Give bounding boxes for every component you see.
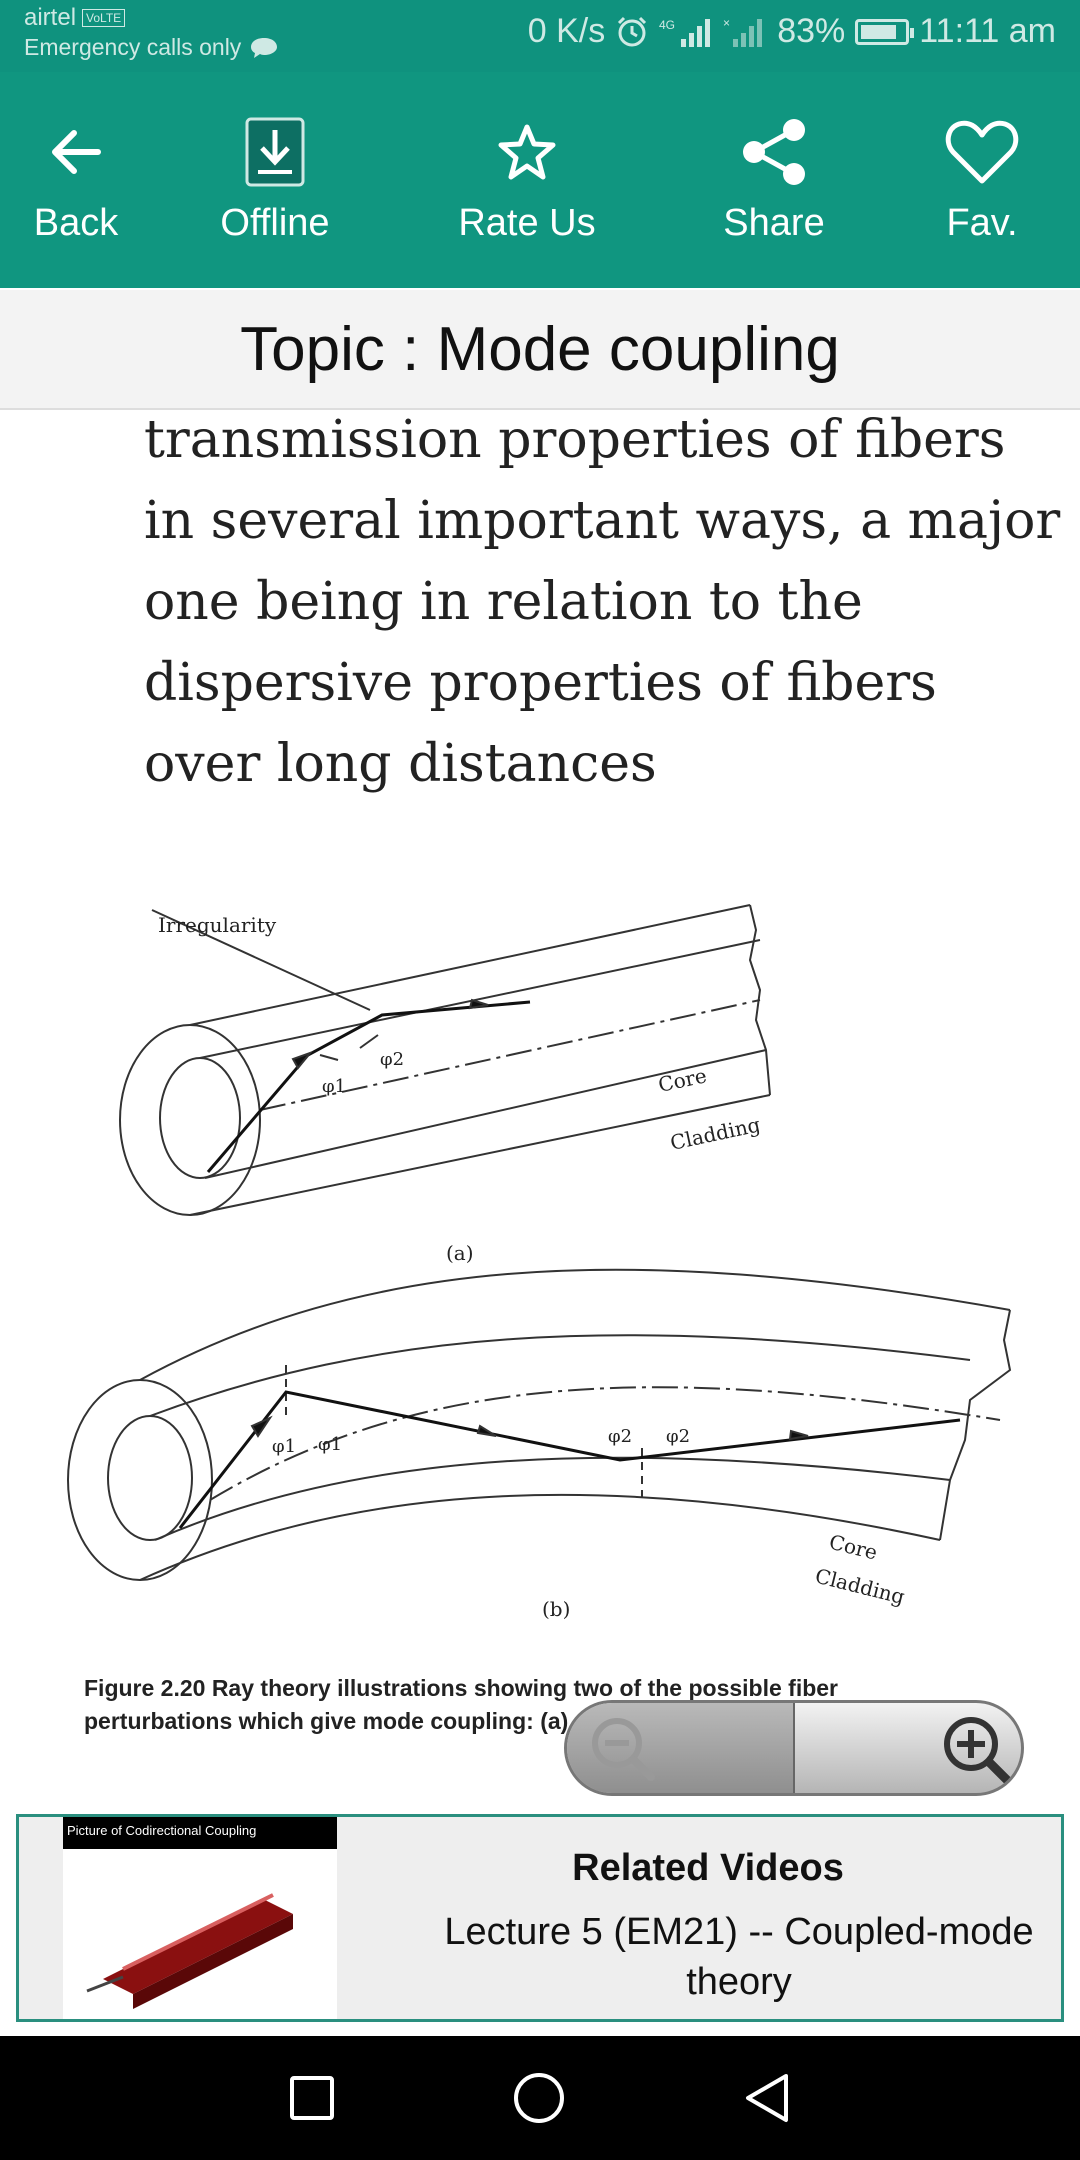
related-videos-heading: Related Videos xyxy=(572,1847,844,1889)
topic-header: Topic : Mode coupling xyxy=(0,290,1080,410)
back-label: Back xyxy=(33,202,119,244)
message-icon xyxy=(251,37,278,58)
star-icon xyxy=(498,124,556,180)
clock: 11:11 am xyxy=(919,12,1056,50)
alarm-icon xyxy=(618,16,647,46)
offline-button[interactable]: Offline xyxy=(212,72,338,288)
signal-nosim-icon: × xyxy=(723,16,763,47)
phi2-label-b-right: φ2 xyxy=(666,1426,690,1447)
home-icon[interactable] xyxy=(512,2071,566,2125)
phi2-label-b-left: φ2 xyxy=(608,1426,632,1447)
battery-percent: 83% xyxy=(777,12,846,50)
favorite-button[interactable]: Fav. xyxy=(944,72,1020,288)
system-nav-bar xyxy=(0,2036,1080,2160)
zoom-in-button[interactable] xyxy=(795,1703,1021,1793)
core-label-a: Core xyxy=(656,1063,709,1097)
zoom-out-button[interactable] xyxy=(567,1703,795,1793)
coupler-image-icon xyxy=(86,1893,293,2009)
phi1-label-b-left: φ1 xyxy=(272,1436,296,1457)
net-speed: 0 K/s xyxy=(527,12,606,50)
share-label: Share xyxy=(723,202,825,244)
arrow-left-icon xyxy=(52,130,101,174)
phi1-label-a: φ1 xyxy=(322,1076,346,1097)
back-nav-icon[interactable] xyxy=(742,2072,792,2124)
cladding-label-a: Cladding xyxy=(668,1112,762,1155)
volte-badge: VoLTE xyxy=(82,9,126,27)
zoom-out-icon xyxy=(592,1718,655,1781)
recents-icon[interactable] xyxy=(288,2074,336,2122)
download-icon xyxy=(245,117,305,187)
phi1-label-b-right: φ1 xyxy=(318,1434,342,1455)
carrier-name: airtel xyxy=(24,4,77,31)
heart-icon xyxy=(945,120,1019,184)
share-icon xyxy=(743,119,805,185)
video-thumbnail[interactable]: Picture of Codirectional Coupling xyxy=(63,1817,337,2019)
offline-label: Offline xyxy=(220,202,330,244)
favorite-label: Fav. xyxy=(946,202,1018,244)
svg-text:×: × xyxy=(723,16,730,30)
related-video-title[interactable]: Lecture 5 (EM21) -- Coupled-mode theory xyxy=(444,1911,1034,2003)
emergency-text: Emergency calls only xyxy=(24,34,242,60)
zoom-controls xyxy=(564,1700,1024,1796)
figure-a-label: (a) xyxy=(446,1241,474,1265)
battery-icon xyxy=(855,18,915,45)
svg-text:4G: 4G xyxy=(659,18,675,32)
phi2-label-a: φ2 xyxy=(380,1049,404,1070)
signal-4g-icon: 4G xyxy=(659,18,711,47)
core-label-b: Core xyxy=(827,1530,880,1565)
irregularity-label: Irregularity xyxy=(158,913,277,937)
thumbnail-caption: Picture of Codirectional Coupling xyxy=(63,1817,337,1849)
back-button[interactable]: Back xyxy=(24,72,128,288)
content-paragraph: transmission properties of fibers in sev… xyxy=(144,410,1061,794)
page-title: Topic : Mode coupling xyxy=(240,314,840,384)
toolbar: Back Offline Rate Us Share xyxy=(0,72,1080,288)
related-video-card[interactable]: Picture of Codirectional Coupling Relate… xyxy=(16,1814,1064,2022)
fiber-diagram: Irregularity φ1 φ2 Core Cladding (a) φ1 … xyxy=(67,904,1012,1621)
share-button[interactable]: Share xyxy=(716,72,832,288)
zoom-in-icon xyxy=(944,1717,1012,1785)
status-bar: airtel VoLTE Emergency calls only 0 K/s … xyxy=(0,0,1080,72)
rate-us-button[interactable]: Rate Us xyxy=(454,72,600,288)
cladding-label-b: Cladding xyxy=(813,1564,908,1609)
figure-b-label: (b) xyxy=(542,1597,570,1621)
rate-us-label: Rate Us xyxy=(458,202,596,244)
